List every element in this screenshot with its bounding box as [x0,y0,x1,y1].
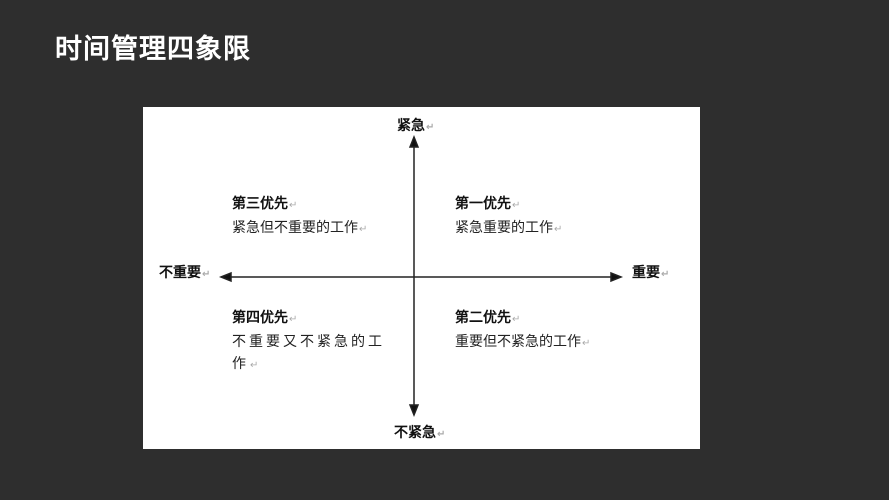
arrow-left-icon [218,271,232,283]
return-mark-icon: ↵ [437,429,446,440]
return-mark-icon: ↵ [661,269,670,280]
arrow-down-icon [408,404,420,418]
quadrant-diagram-panel: 紧急↵ 不紧急↵ 不重要↵ 重要↵ 第三优先↵ 紧急但不重要的工作↵ 第一优先↵… [143,107,700,449]
return-mark-icon: ↵ [554,224,563,235]
return-mark-icon: ↵ [289,200,298,211]
return-mark-icon: ↵ [426,122,435,133]
return-mark-icon: ↵ [202,269,211,280]
arrow-right-icon [610,271,624,283]
quadrant-second-priority: 第二优先↵ 重要但不紧急的工作↵ [455,310,591,350]
quadrant-fourth-priority: 第四优先↵ 不重要又不紧急的工作↵ [232,310,385,372]
axis-label-urgent: 紧急↵ [397,118,435,134]
axes-graphic [218,134,624,418]
arrow-up-icon [408,134,420,148]
quadrant-third-priority: 第三优先↵ 紧急但不重要的工作↵ [232,196,368,236]
quadrant-first-priority: 第一优先↵ 紧急重要的工作↵ [455,196,563,236]
return-mark-icon: ↵ [359,224,368,235]
return-mark-icon: ↵ [250,360,262,371]
return-mark-icon: ↵ [289,314,298,325]
axis-label-not-important: 不重要↵ [159,265,211,281]
return-mark-icon: ↵ [582,338,591,349]
return-mark-icon: ↵ [512,314,521,325]
axis-label-not-urgent: 不紧急↵ [394,425,446,441]
return-mark-icon: ↵ [512,200,521,211]
slide-title: 时间管理四象限 [55,34,251,65]
axis-label-important: 重要↵ [632,265,670,281]
